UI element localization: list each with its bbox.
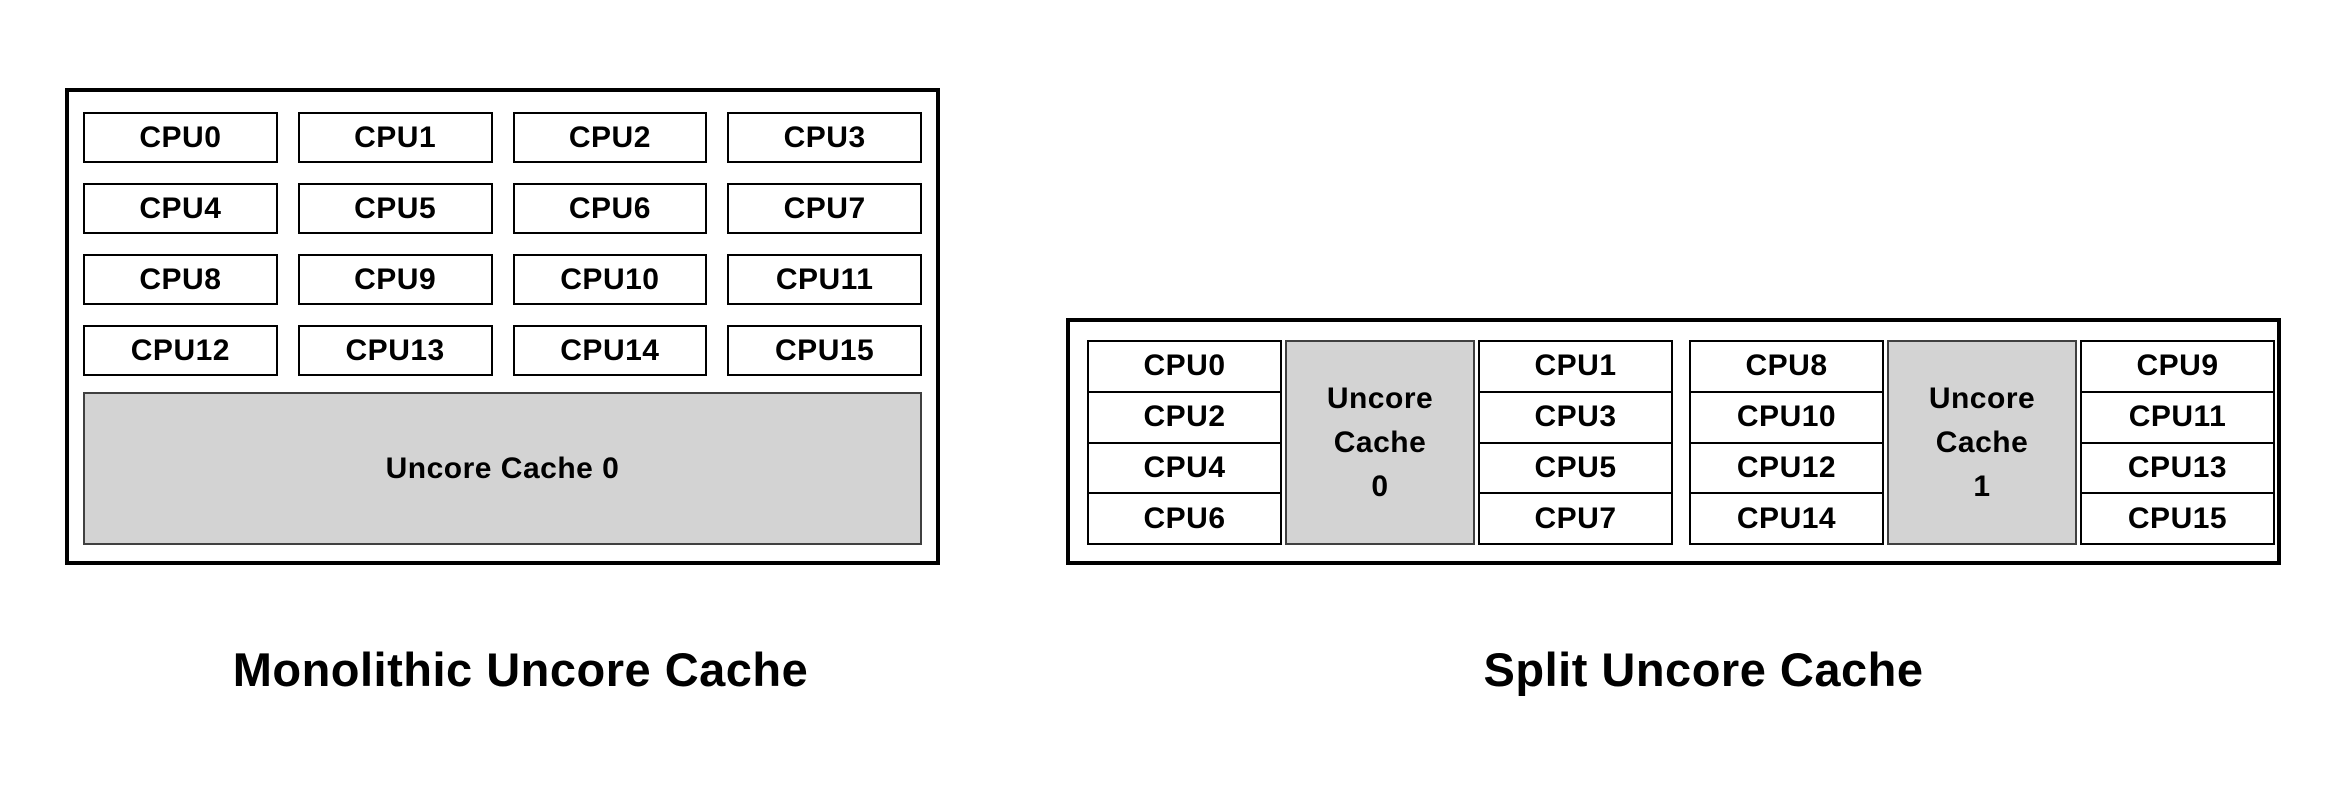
cpu-box: CPU8 bbox=[83, 254, 278, 305]
cache-label-line: Cache bbox=[1935, 425, 2029, 459]
uncore-cache-1-box: Uncore Cache 1 bbox=[1887, 340, 2077, 545]
cpu-box: CPU9 bbox=[2080, 340, 2275, 393]
cpu-box: CPU12 bbox=[1689, 441, 1884, 495]
cpu-box: CPU5 bbox=[1478, 441, 1673, 495]
cache-label-line: Uncore bbox=[1928, 381, 2036, 415]
cpu-box: CPU1 bbox=[1478, 340, 1673, 393]
cpu-box: CPU9 bbox=[297, 254, 493, 305]
cpu-box: CPU4 bbox=[1087, 441, 1282, 495]
cluster1-right-cpu-column: CPU9 CPU11 CPU13 CPU15 bbox=[2080, 340, 2275, 545]
split-package-box: CPU0 CPU2 CPU4 CPU6 Uncore Cache 0 CPU1 … bbox=[1066, 318, 2281, 565]
cpu-box: CPU14 bbox=[512, 325, 708, 376]
cpu-box: CPU13 bbox=[2080, 441, 2275, 495]
cache-label-line: 0 bbox=[1371, 469, 1389, 503]
uncore-cache-0-box: Uncore Cache 0 bbox=[1285, 340, 1475, 545]
cpu-box: CPU13 bbox=[297, 325, 493, 376]
cpu-box: CPU5 bbox=[297, 183, 493, 234]
cpu-box: CPU15 bbox=[2080, 492, 2275, 545]
cpu-box: CPU11 bbox=[727, 254, 922, 305]
split-caption: Split Uncore Cache bbox=[1483, 643, 1924, 696]
uncore-cache-0-box: Uncore Cache 0 bbox=[83, 392, 922, 545]
cpu-cluster-0: CPU0 CPU2 CPU4 CPU6 Uncore Cache 0 CPU1 … bbox=[1087, 340, 1673, 545]
cluster0-left-cpu-column: CPU0 CPU2 CPU4 CPU6 bbox=[1087, 340, 1282, 545]
cache-label-line: Cache bbox=[1333, 425, 1427, 459]
cpu-box: CPU10 bbox=[1689, 390, 1884, 444]
cpu-box: CPU3 bbox=[727, 112, 922, 163]
cpu-box: CPU12 bbox=[83, 325, 278, 376]
cpu-box: CPU2 bbox=[1087, 390, 1282, 444]
monolithic-package-box: CPU0 CPU1 CPU2 CPU3 CPU4 CPU5 CPU6 CPU7 … bbox=[65, 88, 940, 565]
cpu-box: CPU0 bbox=[1087, 340, 1282, 393]
cpu-box: CPU14 bbox=[1689, 492, 1884, 545]
cpu-box: CPU11 bbox=[2080, 390, 2275, 444]
cpu-box: CPU1 bbox=[297, 112, 493, 163]
cache-label-line: 1 bbox=[1973, 469, 1991, 503]
cpu-box: CPU7 bbox=[727, 183, 922, 234]
cluster0-right-cpu-column: CPU1 CPU3 CPU5 CPU7 bbox=[1478, 340, 1673, 545]
cpu-box: CPU6 bbox=[512, 183, 708, 234]
cpu-box: CPU7 bbox=[1478, 492, 1673, 545]
cpu-box: CPU0 bbox=[83, 112, 278, 163]
monolithic-caption: Monolithic Uncore Cache bbox=[232, 643, 809, 696]
cpu-box: CPU8 bbox=[1689, 340, 1884, 393]
cpu-box: CPU15 bbox=[727, 325, 922, 376]
cpu-cluster-1: CPU8 CPU10 CPU12 CPU14 Uncore Cache 1 CP… bbox=[1689, 340, 2275, 545]
cpu-box: CPU6 bbox=[1087, 492, 1282, 545]
cpu-box: CPU2 bbox=[512, 112, 708, 163]
monolithic-cpu-grid: CPU0 CPU1 CPU2 CPU3 CPU4 CPU5 CPU6 CPU7 … bbox=[83, 112, 922, 376]
cpu-box: CPU4 bbox=[83, 183, 278, 234]
cluster1-left-cpu-column: CPU8 CPU10 CPU12 CPU14 bbox=[1689, 340, 1884, 545]
cpu-box: CPU10 bbox=[512, 254, 708, 305]
cpu-box: CPU3 bbox=[1478, 390, 1673, 444]
cache-label-line: Uncore bbox=[1326, 381, 1434, 415]
